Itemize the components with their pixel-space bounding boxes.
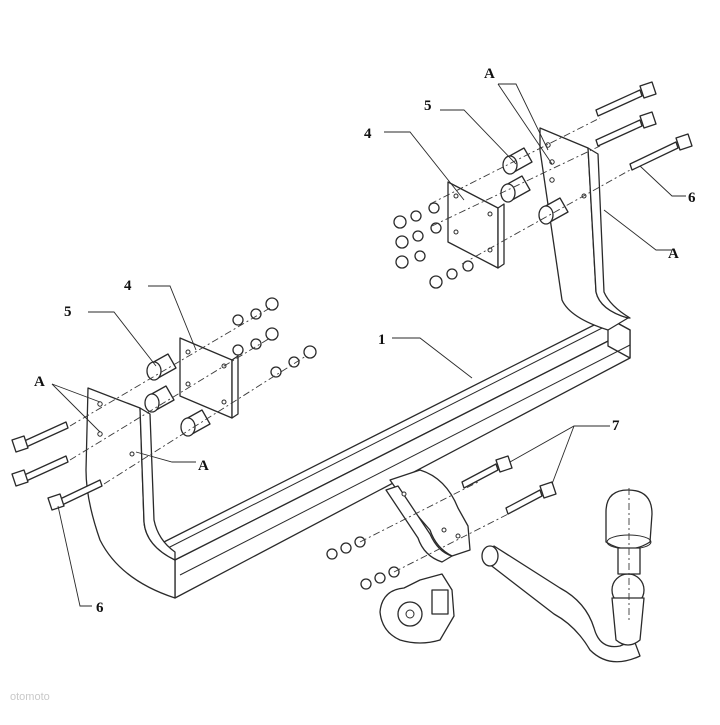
label-main-beam: 1: [378, 332, 386, 348]
electric-socket: [379, 573, 455, 644]
spacer-tube: [538, 197, 569, 225]
left-bolt-set: [11, 421, 103, 511]
callout-labels: 1 4 5 A A 6 4 5 A A 6 7: [34, 66, 696, 616]
main-beam: [151, 317, 631, 599]
right-bolt-set: [595, 81, 693, 171]
assembly-axes: [69, 117, 631, 620]
right-nuts-washers: [393, 202, 474, 289]
watermark: otomoto: [10, 691, 50, 703]
spacer-tube: [146, 353, 177, 381]
right-side-bracket: [539, 127, 631, 331]
bolt: [461, 455, 513, 489]
tow-ball-bolts: [461, 455, 557, 515]
tow-ball-neck: [481, 489, 653, 663]
label-right-plate: 4: [364, 126, 372, 142]
bolt: [47, 479, 103, 511]
label-right-spacer: 5: [424, 98, 432, 114]
left-mounting-plate: [179, 337, 239, 419]
label-left-point-top: A: [34, 374, 45, 390]
label-right-point-top: A: [484, 66, 495, 82]
bolt: [595, 81, 657, 117]
spacer-tube: [180, 409, 211, 437]
spacer-tube: [500, 175, 531, 203]
label-left-plate: 4: [124, 278, 132, 294]
bolt: [595, 111, 657, 147]
bolt: [629, 133, 693, 171]
bolt: [505, 481, 557, 515]
left-nuts-washers: [232, 297, 317, 378]
label-left-bolts: 6: [96, 600, 104, 616]
label-tow-ball-bolts: 7: [612, 418, 620, 434]
left-side-bracket: [85, 387, 176, 599]
bolt: [11, 421, 69, 453]
leader-lines: [51, 83, 686, 607]
centre-mount: [385, 469, 471, 563]
label-right-bolts: 6: [688, 190, 696, 206]
label-left-point-bottom: A: [198, 458, 209, 474]
centre-nuts-washers: [326, 536, 400, 590]
bolt: [11, 455, 69, 487]
label-left-spacer: 5: [64, 304, 72, 320]
spacer-tube: [502, 147, 533, 175]
right-mounting-plate: [447, 181, 505, 269]
label-right-point-bottom: A: [668, 246, 679, 262]
